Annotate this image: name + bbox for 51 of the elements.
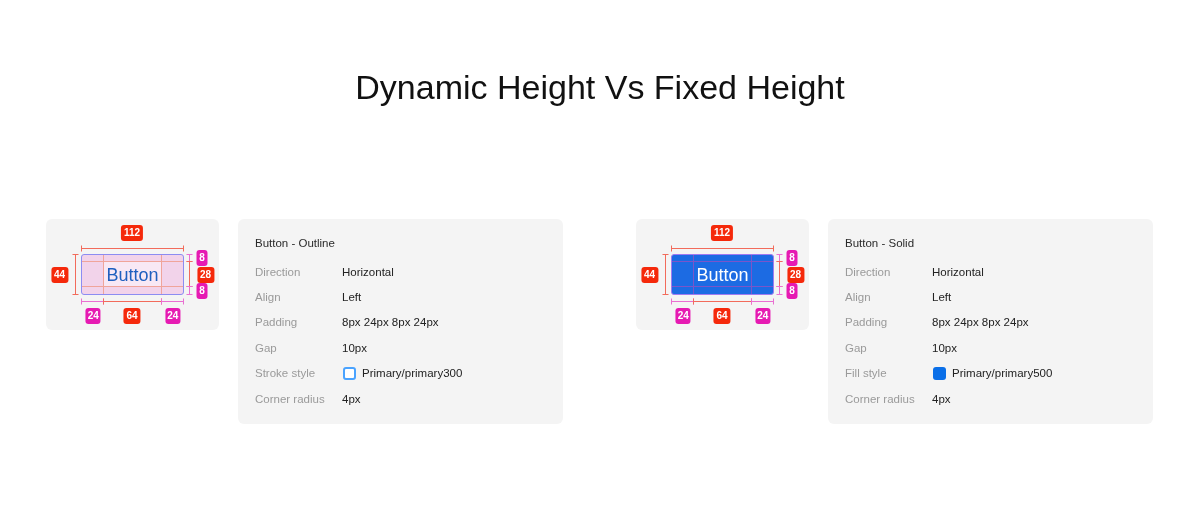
panel-heading: Button - Outline xyxy=(255,235,335,251)
dimension-badge: 112 xyxy=(120,224,144,241)
property-value: 8px 24px 8px 24px xyxy=(932,315,1029,331)
property-value: Horizontal xyxy=(342,264,394,280)
dimension-badge: 28 xyxy=(196,266,215,283)
dimension-badge: 44 xyxy=(50,267,69,283)
property-value: 10px xyxy=(932,340,957,356)
dimension-badge: 24 xyxy=(165,307,181,324)
property-label: Direction xyxy=(845,264,891,280)
property-value: 4px xyxy=(342,391,361,407)
dimension-badge: 8 xyxy=(786,283,798,299)
property-value: Primary/primary500 xyxy=(952,366,1053,382)
panel-heading: Button - Solid xyxy=(845,235,915,251)
property-label: Direction xyxy=(255,264,301,280)
spec-panel xyxy=(828,219,1153,424)
property-label: Corner radius xyxy=(845,391,915,407)
button-label: Button xyxy=(696,263,749,286)
preview-card xyxy=(46,219,219,330)
property-label: Fill style xyxy=(845,366,887,382)
property-value: Primary/primary300 xyxy=(362,366,463,382)
property-value: 4px xyxy=(932,391,951,407)
dimension-badge: 24 xyxy=(675,307,691,324)
button-sample xyxy=(81,254,184,295)
dimension-badge: 24 xyxy=(85,307,101,324)
dimension-badge: 8 xyxy=(196,283,208,299)
button-label: Button xyxy=(106,263,159,286)
dimension-badge: 112 xyxy=(710,224,734,241)
dimension-badge: 64 xyxy=(713,307,731,324)
property-label: Corner radius xyxy=(255,391,325,407)
dimension-badge: 44 xyxy=(640,267,659,283)
property-label: Gap xyxy=(255,340,277,356)
dimension-badge: 24 xyxy=(755,307,771,324)
property-label: Align xyxy=(845,289,871,305)
property-value: Left xyxy=(932,289,952,305)
preview-card xyxy=(636,219,809,330)
property-label: Align xyxy=(255,289,281,305)
dimension-badge: 64 xyxy=(123,307,141,324)
dimension-badge: 28 xyxy=(786,266,805,283)
spec-panel xyxy=(238,219,563,424)
property-value: 10px xyxy=(342,340,367,356)
button-sample xyxy=(671,254,774,295)
property-label: Gap xyxy=(845,340,867,356)
diagram-title: Dynamic Height Vs Fixed Height xyxy=(355,67,845,107)
dimension-badge: 8 xyxy=(196,249,208,266)
property-label: Padding xyxy=(845,315,888,331)
dimension-badge: 8 xyxy=(786,249,798,266)
property-value: Horizontal xyxy=(932,264,984,280)
property-value: Left xyxy=(342,289,362,305)
property-label: Stroke style xyxy=(255,366,316,382)
property-label: Padding xyxy=(255,315,298,331)
property-value: 8px 24px 8px 24px xyxy=(342,315,439,331)
